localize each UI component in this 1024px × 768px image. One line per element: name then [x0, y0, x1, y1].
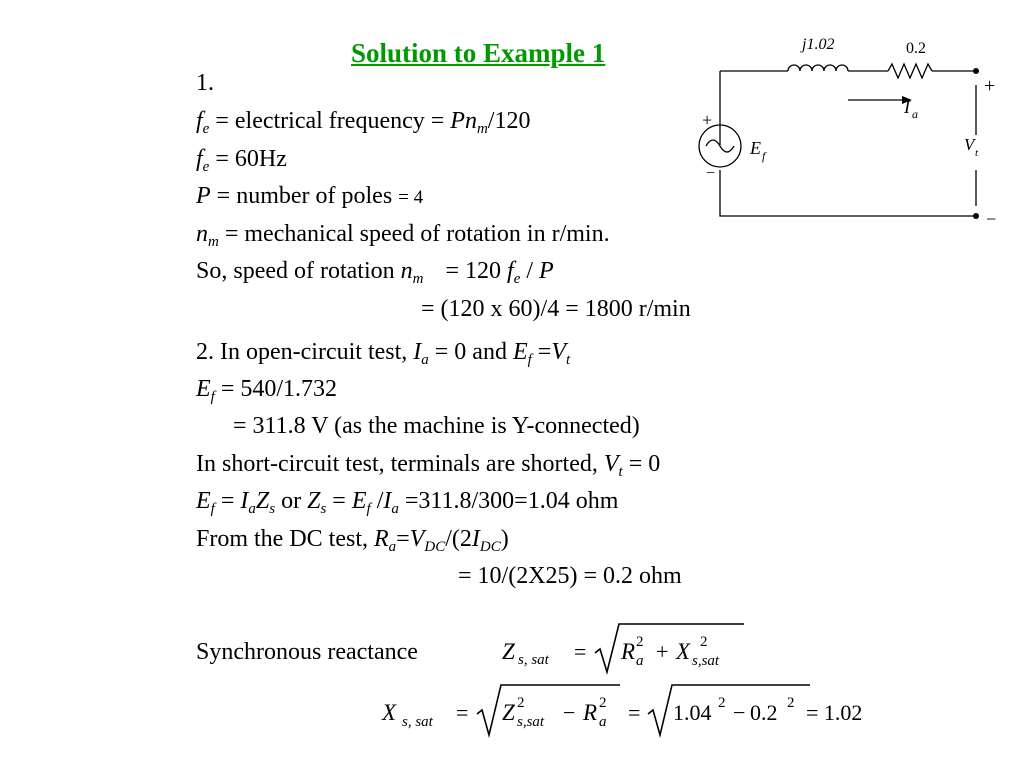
formula2-z-sub: s,sat	[517, 714, 545, 730]
formula1-r-sup: 2	[636, 634, 644, 650]
line-short-circuit: In short-circuit test, terminals are sho…	[196, 451, 661, 480]
line-ef-value: Ef = 540/1.732	[196, 376, 338, 405]
source-minus: −	[706, 165, 715, 182]
xs-sat-formula: X s, sat = Z 2 s,sat − R 2 a = 1.04 2 − …	[381, 684, 862, 739]
formula2-n2: 0.2	[750, 700, 778, 725]
current-arrow-head	[902, 96, 912, 104]
line-fe-value: fe = 60Hz	[196, 146, 287, 175]
formula2-r: R	[582, 700, 597, 725]
current-sub-label: a	[912, 107, 918, 121]
formula2-r-sub: a	[599, 714, 607, 730]
slide-title: Solution to Example 1	[351, 38, 606, 68]
zs-sat-formula: Z s, sat = R 2 a + X 2 s,sat	[502, 623, 744, 675]
formula1-x-sup: 2	[700, 634, 708, 650]
terminal-voltage-sub: t	[975, 147, 979, 159]
terminal-plus: +	[984, 75, 995, 97]
formula2-x-sub: s, sat	[402, 714, 434, 730]
formula2-r-sup: 2	[599, 695, 607, 711]
formula2-x: X	[381, 700, 397, 725]
formula2-n1: 1.04	[673, 700, 712, 725]
line-ef-calc: = 311.8 V (as the machine is Y-connected…	[233, 413, 640, 439]
formula1-r: R	[620, 639, 635, 664]
ac-source-sine	[705, 139, 735, 153]
source-plus: +	[702, 110, 712, 130]
line-open-circuit: 2. In open-circuit test, Ia = 0 and Ef =…	[196, 339, 571, 368]
line-number-of-poles: P = number of poles = 4	[196, 183, 424, 209]
line-dc-calc: = 10/(2X25) = 0.2 ohm	[458, 563, 682, 589]
formula2-n2-sup: 2	[787, 695, 795, 711]
formula2-eq2: =	[628, 700, 640, 725]
terminal-minus: −	[986, 209, 996, 229]
part1-number: 1.	[196, 70, 214, 96]
formula2-minus: −	[563, 700, 575, 725]
terminal-dot-top	[973, 68, 979, 74]
formula1-z: Z	[502, 639, 515, 664]
sqrt-symbol-1	[476, 684, 620, 739]
formula2-z: Z	[502, 700, 515, 725]
reactance-label: j1.02	[800, 36, 834, 53]
formula1-eq: =	[574, 639, 586, 664]
formula1-x: X	[675, 639, 691, 664]
line-speed-calc: = (120 x 60)/4 = 1800 r/min	[421, 296, 691, 322]
formula1-x-sub: s,sat	[692, 653, 720, 669]
sqrt-symbol	[594, 623, 744, 675]
formula2-z-sup: 2	[517, 695, 525, 711]
formula1-r-sub: a	[636, 653, 644, 669]
source-label: E	[749, 138, 761, 158]
equivalent-circuit-diagram: j1.02 0.2 I a E f + − V t + −	[698, 36, 996, 229]
line-dc-test: From the DC test, Ra=VDC/(2IDC)	[196, 526, 509, 555]
formula1-z-sub: s, sat	[518, 652, 550, 668]
terminal-voltage-label: V	[964, 135, 977, 154]
line-mechanical-speed: nm = mechanical speed of rotation in r/m…	[196, 221, 610, 250]
formula1-plus: +	[656, 639, 668, 664]
formula2-eq1: =	[456, 700, 468, 725]
resistor-zigzag	[887, 62, 933, 80]
inductor-coil	[787, 64, 849, 72]
terminal-dot-bottom	[973, 213, 979, 219]
current-label: I	[903, 97, 911, 117]
line-speed-of-rotation: So, speed of rotation nm= 120 fe / P	[196, 258, 554, 287]
formula2-result: = 1.02	[806, 700, 862, 725]
ac-source-circle	[698, 124, 742, 168]
resistance-label: 0.2	[906, 40, 926, 57]
sqrt-symbol-2	[647, 684, 810, 739]
source-sub-label: f	[762, 149, 767, 163]
sync-reactance-label: Synchronous reactance	[196, 639, 418, 665]
bottom-wire	[719, 170, 976, 217]
formula2-minus2: −	[733, 700, 745, 725]
line-electrical-frequency: fe = electrical frequency = Pnm/120	[196, 108, 531, 137]
formula2-n1-sup: 2	[718, 695, 726, 711]
line-zs: Ef = IaZs or Zs = Ef /Ia =311.8/300=1.04…	[196, 488, 619, 517]
